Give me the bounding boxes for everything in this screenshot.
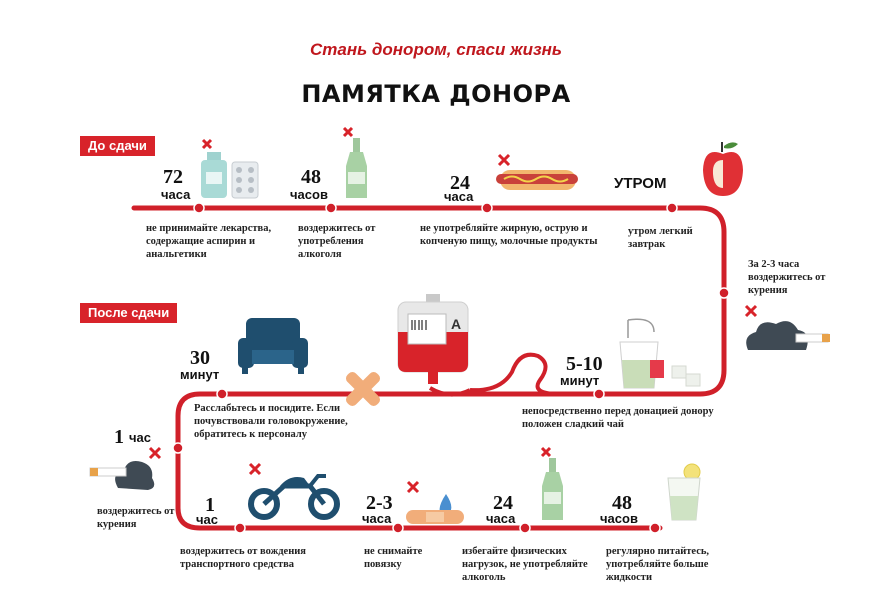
apple-icon bbox=[703, 142, 743, 196]
timeline-dot bbox=[193, 202, 205, 214]
step-number: 72 bbox=[163, 166, 183, 188]
step-number: 48 bbox=[612, 492, 632, 514]
step-number: 1 bbox=[205, 494, 215, 516]
bottle-icon bbox=[540, 446, 563, 520]
medicine-icon bbox=[201, 138, 259, 199]
timeline-dot bbox=[519, 522, 531, 534]
step-number: 48 bbox=[301, 166, 321, 188]
section-label-after: После сдачи bbox=[80, 303, 178, 323]
step-unit: часа bbox=[444, 189, 474, 204]
timeline-dot bbox=[666, 202, 678, 214]
tea-icon bbox=[619, 318, 701, 389]
step-unit: часов bbox=[290, 187, 328, 202]
step-unit: часа bbox=[486, 511, 516, 526]
blood-type-label: A bbox=[451, 316, 462, 332]
step-number: 24 bbox=[450, 172, 470, 194]
step-description: избегайте физических нагрузок, не употре… bbox=[462, 546, 588, 583]
timeline-dot bbox=[593, 388, 605, 400]
bandage-icon bbox=[406, 480, 464, 524]
step-description: непосредственно перед донацией донору по… bbox=[522, 406, 714, 430]
step-description: За 2-3 часа воздержитесь от курения bbox=[748, 259, 826, 296]
step-unit: часа bbox=[362, 511, 392, 526]
bottle-icon bbox=[342, 126, 367, 198]
step-number: 5-10 bbox=[566, 353, 603, 375]
step-number: 24 bbox=[493, 492, 513, 514]
armchair-icon bbox=[238, 318, 308, 374]
bandage-cross-icon bbox=[345, 371, 381, 407]
step-unit: часов bbox=[600, 511, 638, 526]
water-glass-icon bbox=[667, 463, 701, 521]
step-description: не снимайте повязку bbox=[364, 546, 423, 570]
step-description: Расслабьтесь и посидите. Если почувствов… bbox=[194, 403, 348, 440]
step-description: воздержитесь от вождения транспортного с… bbox=[180, 546, 306, 570]
step-description: утром легкий завтрак bbox=[628, 226, 693, 250]
motorcycle-icon bbox=[248, 462, 340, 520]
timeline-dot bbox=[234, 522, 246, 534]
hotdog-icon bbox=[496, 153, 578, 190]
page-title: ПАМЯТКА ДОНОРА bbox=[301, 80, 571, 108]
step-description: воздержитесь от курения bbox=[97, 506, 175, 530]
timeline-dot bbox=[481, 202, 493, 214]
step-description: не принимайте лекарства, содержащие аспи… bbox=[146, 223, 272, 260]
step-unit: минут bbox=[560, 373, 600, 388]
step-number: 1 bbox=[114, 426, 124, 448]
blood-bag-icon bbox=[397, 294, 469, 384]
step-unit: минут bbox=[180, 367, 220, 382]
cigarette-icon bbox=[89, 446, 162, 490]
step-description: регулярно питайтесь, употребляйте больше… bbox=[606, 546, 710, 583]
step-unit: час bbox=[196, 512, 219, 527]
step-unit: часа bbox=[161, 187, 191, 202]
timeline-dot bbox=[325, 202, 337, 214]
timeline-dot bbox=[718, 287, 730, 299]
slogan: Стань донором, спаси жизнь bbox=[309, 40, 563, 59]
step-word: УТРОМ bbox=[614, 175, 667, 192]
timeline-dot bbox=[172, 442, 184, 454]
step-number: 2-3 bbox=[366, 492, 393, 514]
step-number: 30 bbox=[190, 347, 210, 369]
step-unit: час bbox=[129, 430, 152, 445]
cigarette-icon bbox=[744, 304, 830, 350]
step-description: не употребляйте жирную, острую и копчену… bbox=[420, 223, 598, 247]
section-label-before: До сдачи bbox=[80, 136, 155, 156]
timeline-dot bbox=[649, 522, 661, 534]
timeline-dot bbox=[392, 522, 404, 534]
step-description: воздержитесь от употребления алкоголя bbox=[298, 223, 376, 260]
timeline-dot bbox=[216, 388, 228, 400]
